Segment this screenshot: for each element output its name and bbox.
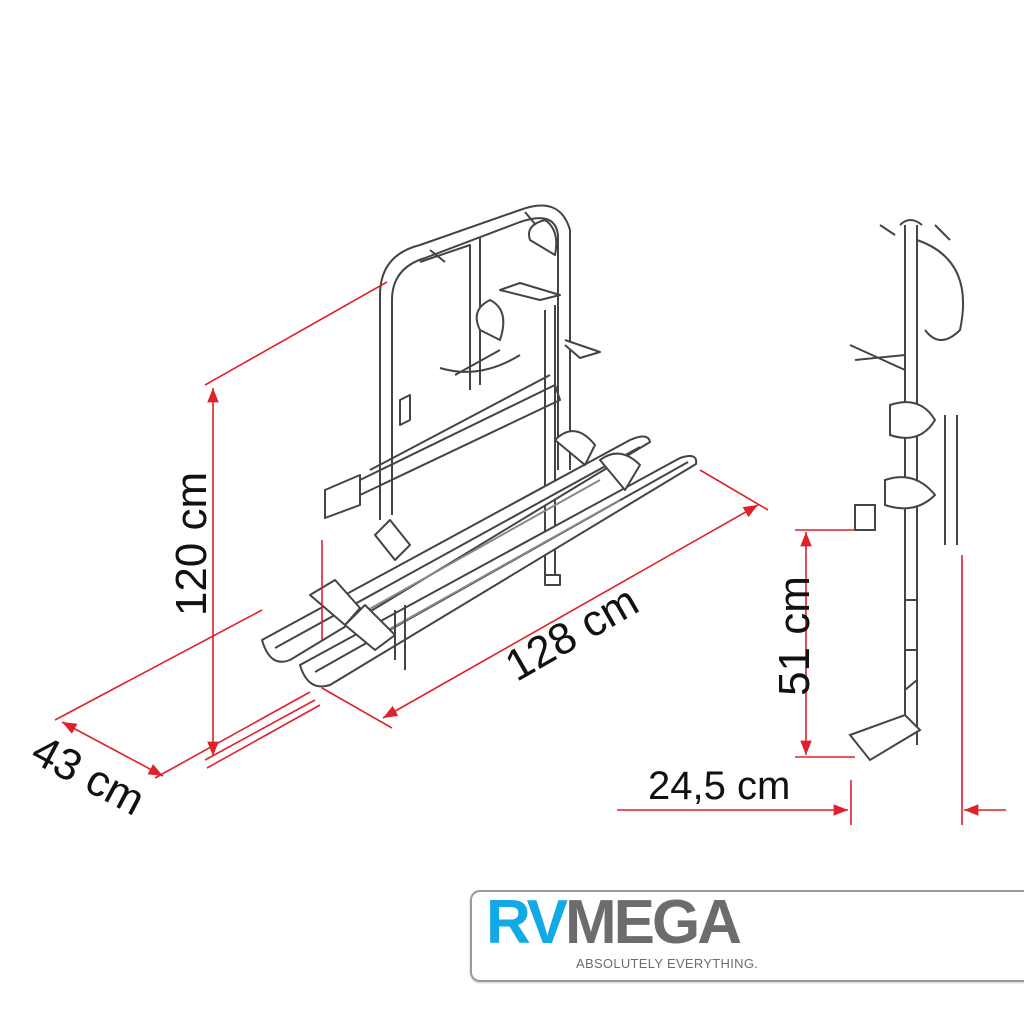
dimension-lines — [54, 281, 1006, 825]
rail-height-dimension-label: 51 cm — [769, 576, 819, 696]
side-depth-dimension-label: 24,5 cm — [648, 764, 791, 808]
rack-side-view-drawing — [848, 219, 964, 762]
rvmega-logo: RVMEGA ABSOLUTELY EVERYTHING. — [470, 890, 1024, 982]
logo-mega: MEGA — [565, 888, 742, 957]
height-dimension-label: 120 cm — [167, 471, 217, 617]
logo-rv: RV — [486, 888, 568, 957]
logo-wordmark: RVMEGA — [486, 892, 742, 954]
logo-tagline: ABSOLUTELY EVERYTHING. — [576, 956, 759, 971]
